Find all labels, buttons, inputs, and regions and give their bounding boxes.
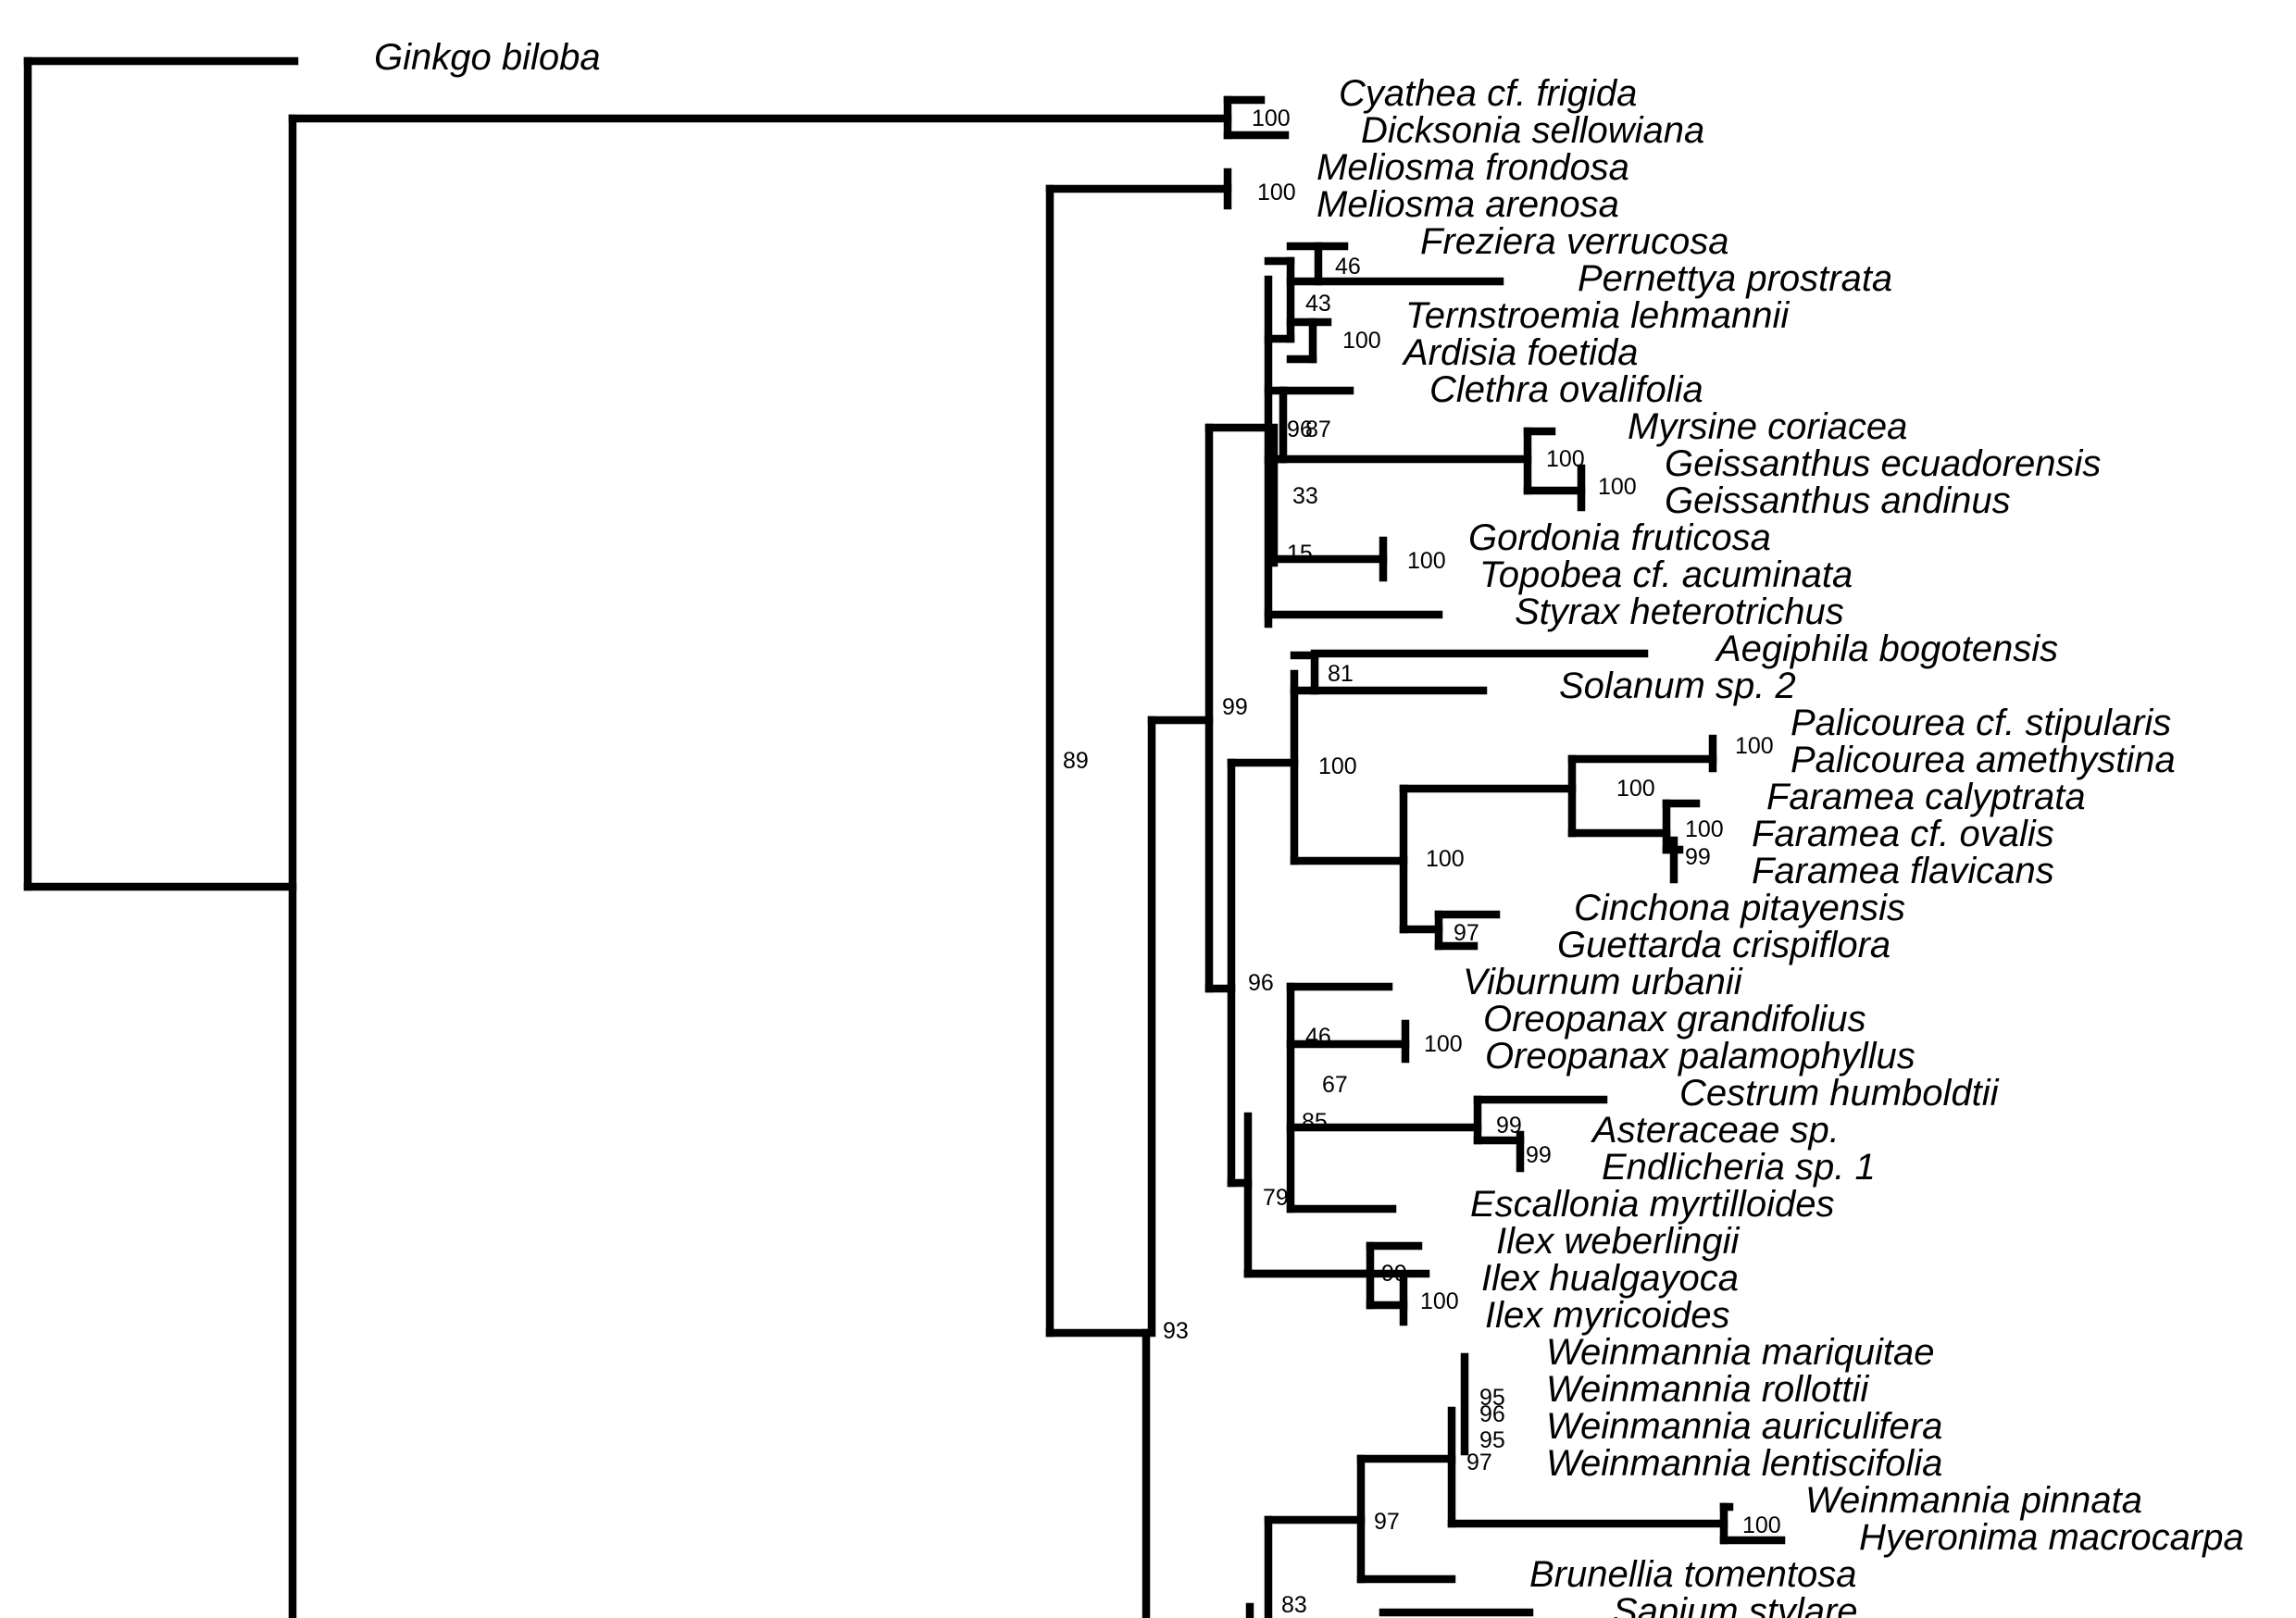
support-value: 97 <box>1466 1450 1492 1475</box>
taxon-label: Cyathea cf. frigida <box>1339 73 1637 114</box>
taxon-label: Styrax heterotrichus <box>1515 591 1844 632</box>
support-value: 100 <box>1685 816 1724 842</box>
support-value: 95 <box>1479 1385 1505 1411</box>
support-value: 99 <box>1222 694 1248 720</box>
support-value: 96 <box>1287 417 1313 442</box>
support-value: 100 <box>1735 733 1774 759</box>
taxon-label: Endlicheria sp. 1 <box>1602 1147 1876 1188</box>
support-value: 93 <box>1163 1318 1189 1344</box>
support-value: 83 <box>1281 1592 1307 1618</box>
taxon-label: Viburnum urbanii <box>1463 962 1743 1002</box>
taxon-label: Sapium stylare <box>1613 1591 1858 1618</box>
taxon-label: Topobea cf. acuminata <box>1479 554 1853 595</box>
taxon-label: Palicourea cf. stipularis <box>1791 703 2171 743</box>
support-value: 100 <box>1424 1031 1463 1057</box>
support-value: 100 <box>1426 846 1465 872</box>
taxon-label: Weinmannia auriculifera <box>1546 1406 1942 1447</box>
support-value: 43 <box>1305 291 1331 317</box>
taxon-label: Dicksonia sellowiana <box>1361 110 1704 151</box>
support-value: 100 <box>1546 446 1585 472</box>
taxon-label: Myrsine coriacea <box>1628 406 1907 447</box>
support-value: 95 <box>1479 1427 1505 1453</box>
support-value: 99 <box>1381 1261 1407 1287</box>
taxon-label: Geissanthus ecuadorensis <box>1665 443 2101 484</box>
support-value: 100 <box>1342 328 1381 354</box>
taxon-label: Hyeronima macrocarpa <box>1859 1517 2244 1558</box>
taxon-label: Solanum sp. 2 <box>1559 666 1796 706</box>
support-value: 99 <box>1685 844 1711 870</box>
support-value: 96 <box>1479 1401 1505 1427</box>
taxon-label: Freziera verrucosa <box>1420 221 1728 262</box>
taxon-label: Weinmannia pinnata <box>1805 1480 2142 1521</box>
taxon-label: Cestrum humboldtii <box>1679 1073 2000 1114</box>
taxon-label: Brunellia tomentosa <box>1529 1554 1857 1595</box>
support-value: 100 <box>1407 548 1446 574</box>
taxon-label: Aegiphila bogotensis <box>1715 629 2058 669</box>
support-value: 79 <box>1263 1185 1289 1211</box>
support-value: 100 <box>1318 753 1357 779</box>
support-value: 100 <box>1252 106 1291 131</box>
support-value: 46 <box>1335 254 1361 280</box>
taxon-label: Oreopanax grandifolius <box>1483 999 1866 1039</box>
taxon-label: Ginkgo biloba <box>374 37 601 78</box>
support-value: 46 <box>1305 1024 1331 1050</box>
taxon-label: Asteraceae sp. <box>1591 1110 1840 1151</box>
support-value: 81 <box>1328 661 1354 687</box>
support-value: 97 <box>1374 1509 1400 1535</box>
taxon-label: Guettarda crispiflora <box>1557 925 1890 965</box>
taxon-label: Weinmannia rollottii <box>1546 1369 1869 1410</box>
support-value: 33 <box>1292 483 1318 509</box>
taxon-label: Oreopanax palamophyllus <box>1485 1036 1915 1077</box>
taxon-label: Meliosma arenosa <box>1316 184 1619 225</box>
support-value: 89 <box>1063 748 1089 774</box>
support-value: 96 <box>1248 970 1274 996</box>
support-value: 100 <box>1598 474 1637 500</box>
taxon-label: Ilex hualgayoca <box>1481 1258 1739 1299</box>
support-value: 97 <box>1454 920 1479 946</box>
taxon-label: Palicourea amethystina <box>1791 740 2176 780</box>
taxon-label: Weinmannia lentiscifolia <box>1546 1443 1942 1484</box>
taxon-label: Weinmannia mariquitae <box>1546 1332 1934 1373</box>
taxon-label: Meliosma frondosa <box>1316 147 1629 188</box>
support-value: 67 <box>1322 1072 1348 1098</box>
taxon-label: Clethra ovalifolia <box>1429 369 1703 410</box>
taxon-label: Gordonia fruticosa <box>1468 517 1771 558</box>
support-value: 99 <box>1496 1113 1522 1139</box>
support-value: 99 <box>1526 1142 1552 1168</box>
taxon-label: Ardisia foetida <box>1402 332 1638 373</box>
taxon-label: Faramea calyptrata <box>1766 777 2086 817</box>
taxon-label: Ilex weberlingii <box>1496 1221 1740 1262</box>
support-value: 87 <box>1305 417 1331 442</box>
taxon-label: Cinchona pitayensis <box>1574 888 1905 928</box>
support-value: 100 <box>1616 776 1655 802</box>
taxon-label: Geissanthus andinus <box>1665 480 2011 521</box>
taxon-label: Escallonia myrtilloides <box>1470 1184 1834 1225</box>
taxon-label: Faramea flavicans <box>1752 851 2054 891</box>
tree-branches <box>23 56 1786 1618</box>
support-value: 85 <box>1302 1109 1328 1135</box>
support-values: 100 100 46 43 100 96 87 100 100 33 15 10… <box>1063 106 1781 1618</box>
support-value: 15 <box>1287 541 1313 566</box>
support-value: 100 <box>1420 1288 1459 1314</box>
taxon-label: Faramea cf. ovalis <box>1752 814 2054 854</box>
taxon-label: Ilex myricoides <box>1485 1295 1730 1336</box>
support-value: 100 <box>1742 1512 1781 1538</box>
support-value: 100 <box>1257 180 1296 205</box>
taxon-label: Pernettya prostrata <box>1578 258 1892 299</box>
taxon-labels: Ginkgo biloba Cyathea cf. frigida Dickso… <box>374 37 2244 1618</box>
taxon-label: Ternstroemia lehmannii <box>1405 295 1790 336</box>
